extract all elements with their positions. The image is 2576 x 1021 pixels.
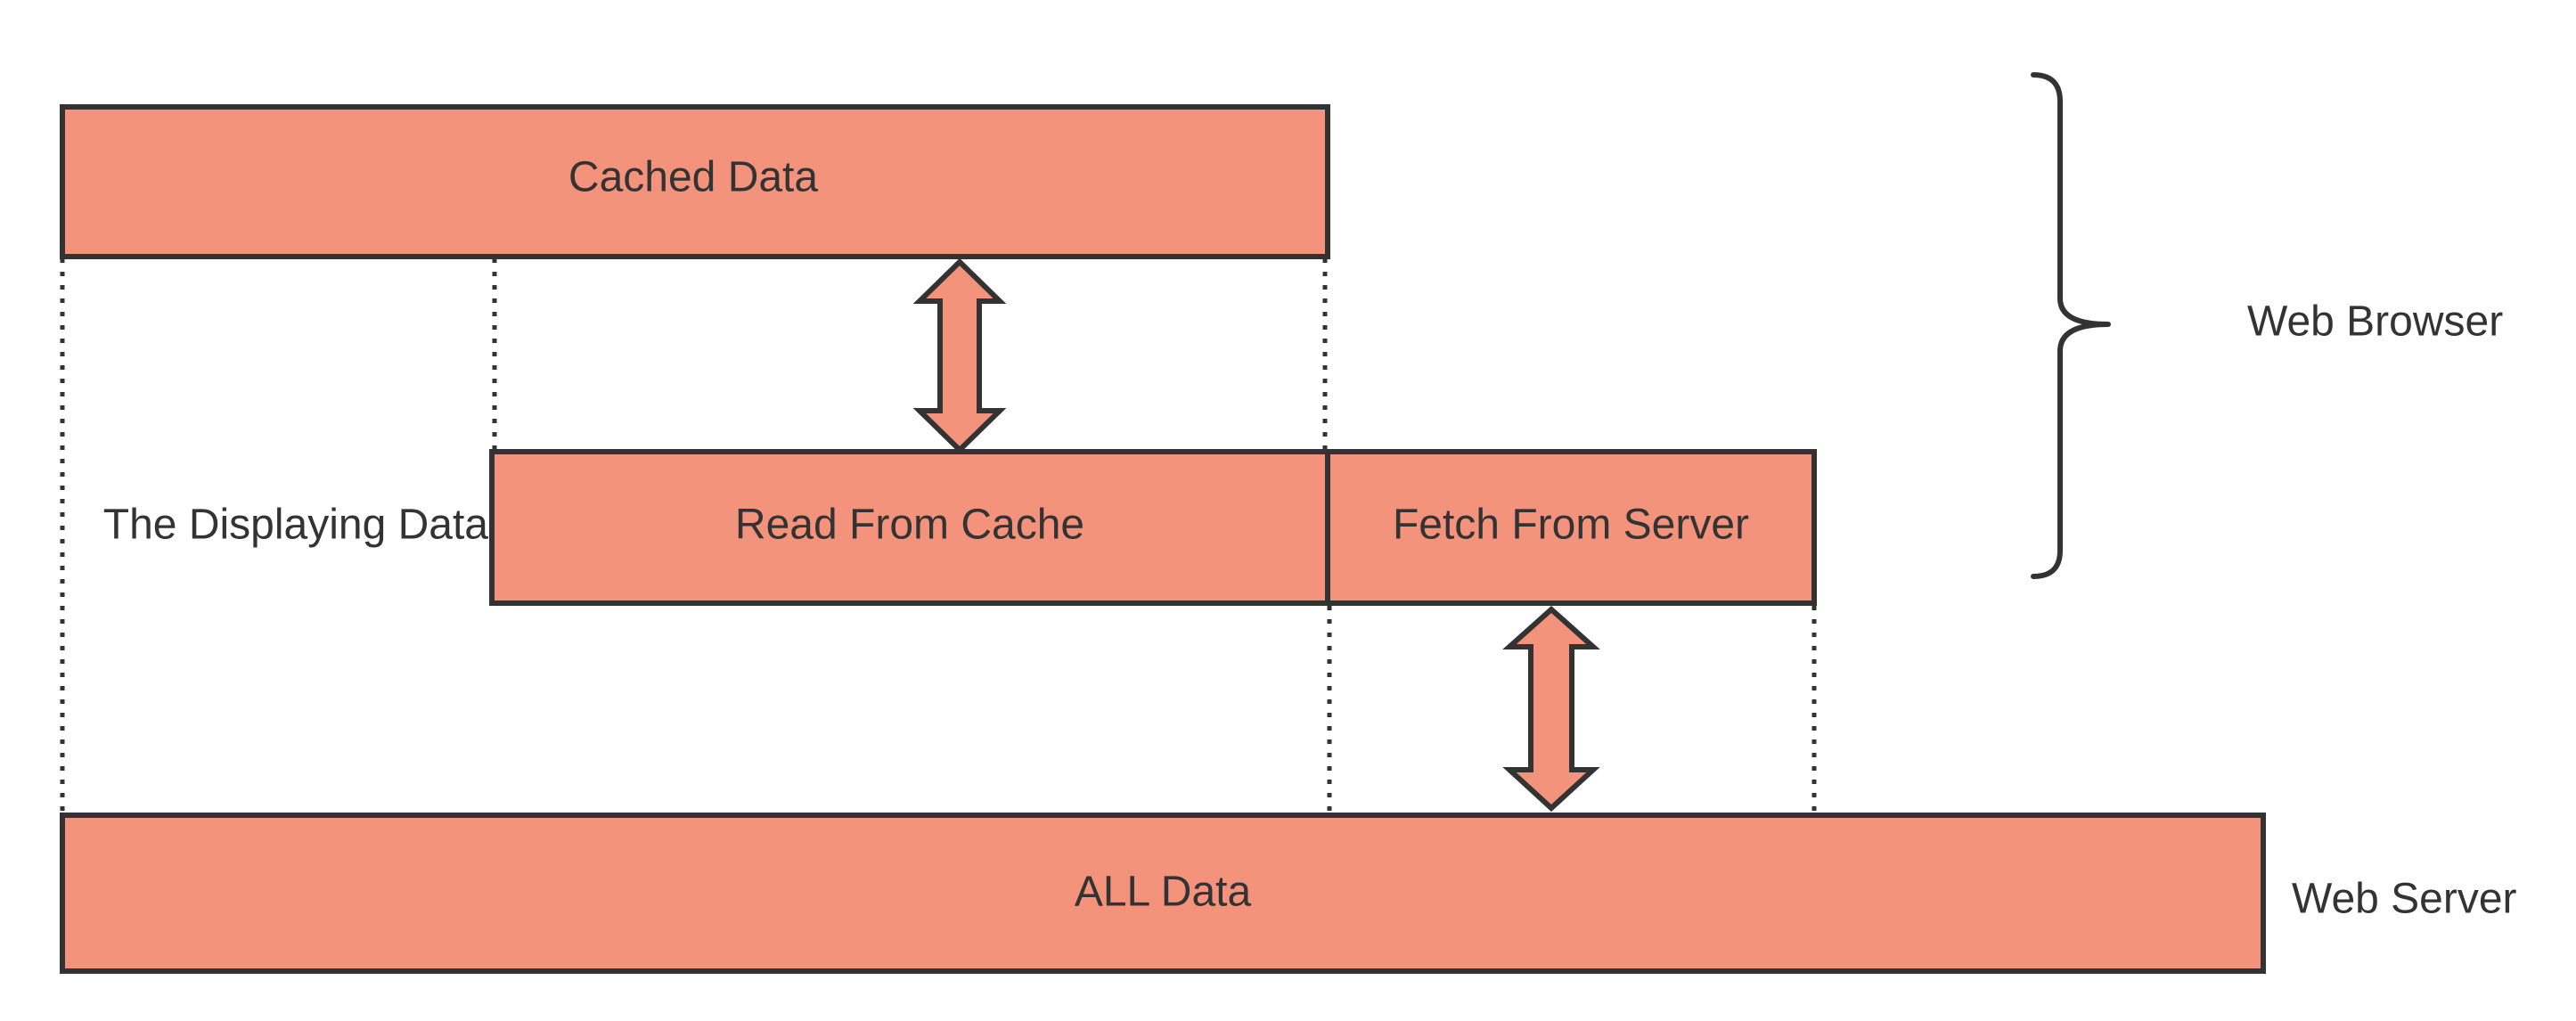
cached-data-rect [60, 104, 1330, 259]
curly-brace-icon [2031, 72, 2111, 579]
fetch-from-server-label: Fetch From Server [1393, 502, 1749, 549]
all-data-rect [60, 813, 2266, 974]
read-from-cache-label: Read From Cache [735, 502, 1084, 549]
cached-data-label: Cached Data [568, 154, 818, 201]
web-server-label: Web Server [2292, 876, 2517, 923]
read-from-cache-rect [489, 449, 1330, 606]
cached-data-box: Cached Data [60, 104, 1330, 259]
all-data-label: ALL Data [1075, 869, 1252, 916]
double-arrow-icon [912, 257, 1007, 454]
all-data-box: ALL Data [60, 813, 2266, 974]
web-browser-label: Web Browser [2247, 298, 2503, 346]
fetch-from-server-rect [1325, 449, 1817, 606]
read-from-cache-box: Read From Cache [489, 449, 1330, 606]
fetch-from-server-box: Fetch From Server [1325, 449, 1817, 606]
double-arrow-icon [1502, 605, 1600, 813]
displaying-data-label: The Displaying Data [103, 502, 489, 549]
